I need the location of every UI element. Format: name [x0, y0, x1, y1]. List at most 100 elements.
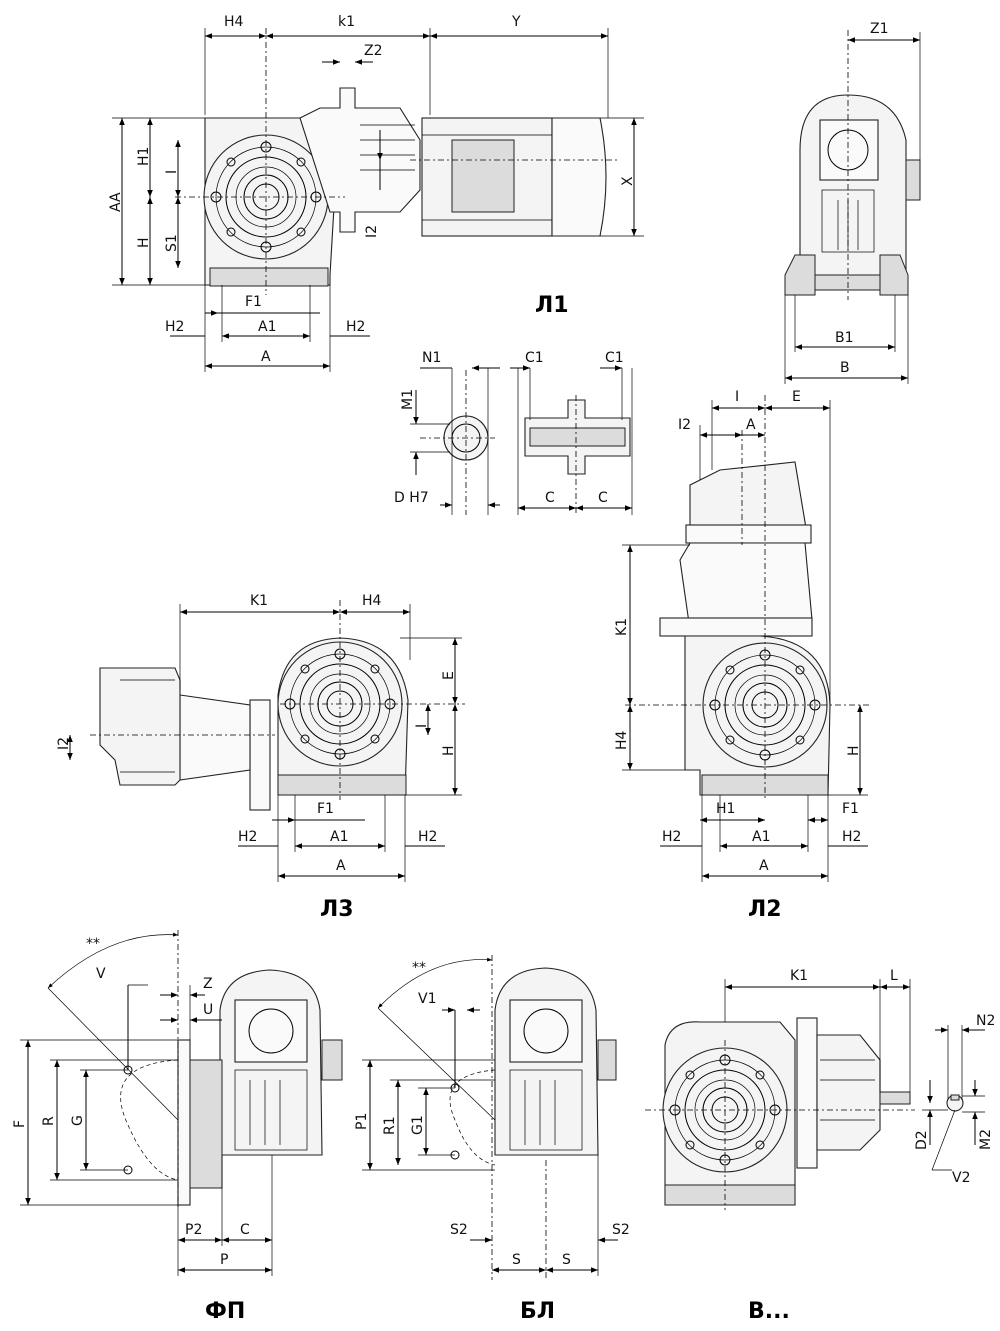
- l2-motor-flange: [685, 524, 812, 544]
- bl-angle-stars: **: [412, 960, 426, 976]
- bl-dim-r1: R1: [382, 1116, 398, 1135]
- fp-dim-v: V: [96, 966, 106, 982]
- l3-motor: [99, 667, 181, 786]
- l1-dim-a1: A1: [258, 319, 276, 335]
- l1-dim-h4: H4: [224, 14, 244, 30]
- bl-flange-arc: [449, 1069, 496, 1166]
- side-dim-b: B: [840, 360, 850, 376]
- view-l3: K1 H4 E I H I2 F1 H2 A1 H2 A Л3: [56, 593, 465, 922]
- l1-dim-h: H: [136, 237, 152, 248]
- l1-coupling: [299, 87, 421, 233]
- l2-coupling-plate: [659, 617, 813, 637]
- l2-dim-a1: A1: [752, 829, 770, 845]
- l3-coupling-plate: [249, 699, 271, 811]
- shaft-dim-dh7: D H7: [394, 490, 429, 506]
- v-input-body: [816, 1034, 881, 1151]
- l1-motor-fan-cover: [551, 117, 607, 237]
- l2-dim-k1: K1: [614, 618, 630, 636]
- l1-dim-i2: I2: [364, 225, 380, 238]
- fp-output-flange: [234, 999, 308, 1063]
- v-dim-l: L: [890, 968, 898, 984]
- l3-dim-h: H: [441, 745, 457, 756]
- v-input-flange: [796, 1017, 818, 1169]
- l1-dim-z2: Z2: [364, 43, 383, 59]
- l1-dim-h2-left: H2: [165, 319, 184, 335]
- l2-dim-i2: I2: [678, 417, 691, 433]
- v-input-shaft: [879, 1091, 911, 1105]
- l2-dim-h1: H1: [716, 801, 735, 817]
- l1-dim-f1: F1: [245, 294, 262, 310]
- fp-flange-plate: [177, 1039, 191, 1206]
- l1-dim-i: I: [164, 170, 180, 174]
- side-dim-z1: Z1: [870, 21, 889, 37]
- l1-dim-x: X: [620, 176, 636, 186]
- bl-dim-s-left: S: [512, 1252, 521, 1268]
- shaft-dim-c1-left: C1: [525, 350, 544, 366]
- fp-dim-p2: P2: [185, 1222, 202, 1238]
- l3-coupling: [179, 694, 251, 781]
- shaft-dim-n1: N1: [422, 350, 441, 366]
- l2-dim-f1: F1: [842, 801, 859, 817]
- l1-title: Л1: [535, 293, 569, 318]
- l3-title: Л3: [320, 897, 354, 922]
- side-output-flange: [819, 119, 879, 181]
- view-fp: ** V Z U F R G P2 C P ФП: [12, 930, 343, 1324]
- l3-dim-i2: I2: [56, 737, 72, 750]
- view-bl: ** V1 P1 R1 G1 S2 S S S2 БЛ: [354, 955, 630, 1324]
- side-input-plug: [905, 159, 921, 201]
- l3-dim-h4: H4: [362, 593, 382, 609]
- l2-dim-a-top: A: [746, 417, 756, 433]
- v-dim-d2: D2: [914, 1130, 930, 1150]
- l2-dim-h4: H4: [614, 730, 630, 750]
- l2-title: Л2: [748, 897, 782, 922]
- l1-dim-h2-right: H2: [346, 319, 365, 335]
- shaft-dim-c-left: C: [545, 490, 555, 506]
- l2-dim-a-bottom: A: [759, 858, 769, 874]
- l1-dim-s1: S1: [164, 234, 180, 252]
- l2-dim-i: I: [735, 389, 739, 405]
- fp-flange-arc: [120, 1059, 179, 1181]
- bl-dim-s2-left: S2: [450, 1222, 468, 1238]
- l2-dim-e: E: [792, 389, 801, 405]
- fp-dim-g: G: [70, 1115, 86, 1126]
- l3-dim-f1: F1: [317, 801, 334, 817]
- v-title: В...: [748, 1299, 790, 1324]
- l3-dim-i: I: [414, 724, 430, 728]
- view-v: K1 L N2 D2 M2 V2 В...: [645, 968, 995, 1324]
- view-side: Z1 B1 B: [784, 21, 921, 384]
- bl-dim-g1: G1: [410, 1115, 426, 1135]
- l1-terminal-box: [451, 139, 515, 213]
- l2-dim-h: H: [846, 745, 862, 756]
- l2-dim-h2-left: H2: [662, 829, 681, 845]
- fp-dim-c: C: [240, 1222, 250, 1238]
- l1-dim-k1: k1: [338, 14, 355, 30]
- bl-dim-v1: V1: [418, 991, 436, 1007]
- v-dim-n2: N2: [976, 1013, 995, 1029]
- bl-title: БЛ: [520, 1299, 555, 1324]
- l1-dim-y: Y: [511, 14, 521, 30]
- bl-output-flange: [509, 999, 583, 1063]
- l2-coupling: [679, 542, 813, 631]
- bl-dim-p1: P1: [354, 1113, 370, 1130]
- fp-dim-f: F: [12, 1120, 28, 1128]
- l1-dim-aa: AA: [108, 192, 124, 212]
- shaft-dim-c-right: C: [598, 490, 608, 506]
- l2-dim-h2-right: H2: [842, 829, 861, 845]
- l1-dim-a: A: [261, 349, 271, 365]
- v-dim-v2: V2: [952, 1170, 970, 1186]
- bl-dim-s-right: S: [562, 1252, 571, 1268]
- l3-dim-a1: A1: [330, 829, 348, 845]
- v-dim-k1: K1: [790, 968, 808, 984]
- l1-dim-h1: H1: [136, 147, 152, 166]
- fp-dim-r: R: [41, 1116, 57, 1126]
- shaft-dim-m1: M1: [400, 389, 416, 410]
- view-l2: I E I2 A K1 H4 H H1 F1 H2 A1 H2 A Л2: [614, 389, 870, 922]
- side-dim-b1: B1: [835, 330, 854, 346]
- l3-dim-h2-left: H2: [238, 829, 257, 845]
- fp-dim-p: P: [220, 1252, 228, 1268]
- l1-gear-foot: [209, 267, 329, 287]
- fp-dim-z: Z: [203, 976, 213, 992]
- fp-title: ФП: [205, 1299, 245, 1324]
- view-l1: H4 k1 Y Z2 AA H1 H I S1 X I2 F1 H2 A1 H2…: [108, 14, 644, 372]
